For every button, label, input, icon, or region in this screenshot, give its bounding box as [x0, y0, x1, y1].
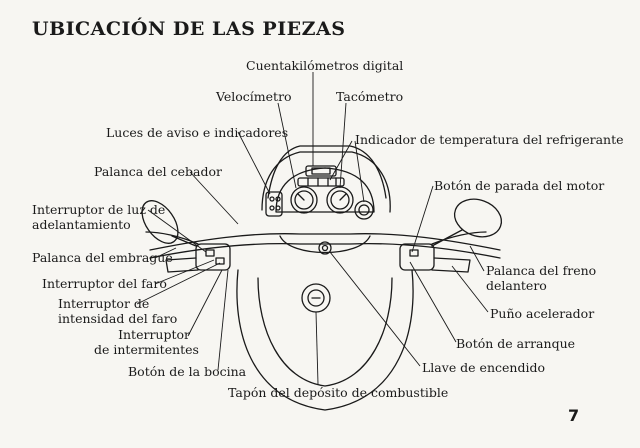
label-horn-button: Botón de la bocina	[128, 364, 247, 379]
label-tachometer: Tacómetro	[336, 89, 404, 104]
label-turn-signal-switch: Interruptor de intermitentes	[94, 327, 199, 357]
label-headlight-switch: Interruptor del faro	[42, 276, 167, 291]
label-odometer: Cuentakilómetros digital	[246, 58, 404, 73]
label-throttle-grip: Puño acelerador	[490, 306, 595, 321]
label-dimmer-switch: Interruptor de intensidad del faro	[58, 296, 178, 326]
label-speedometer: Velocímetro	[216, 89, 292, 104]
label-choke-lever: Palanca del cebador	[94, 164, 222, 179]
label-passing-switch: Interruptor de luz de adelantamiento	[32, 202, 166, 232]
label-fuel-cap: Tapón del depósito de combustible	[228, 385, 449, 400]
label-front-brake-lever: Palanca del freno delantero	[486, 263, 597, 293]
page-title: UBICACIÓN DE LAS PIEZAS	[32, 18, 346, 40]
label-engine-stop: Botón de parada del motor	[434, 178, 605, 193]
page-number: 7	[568, 406, 580, 425]
label-coolant-temp: Indicador de temperatura del refrigerant…	[355, 132, 624, 147]
label-warning-lights: Luces de aviso e indicadores	[106, 125, 289, 140]
label-start-button: Botón de arranque	[456, 336, 576, 351]
label-ignition-switch: Llave de encendido	[422, 360, 545, 375]
label-clutch-lever: Palanca del embrague	[32, 250, 173, 265]
